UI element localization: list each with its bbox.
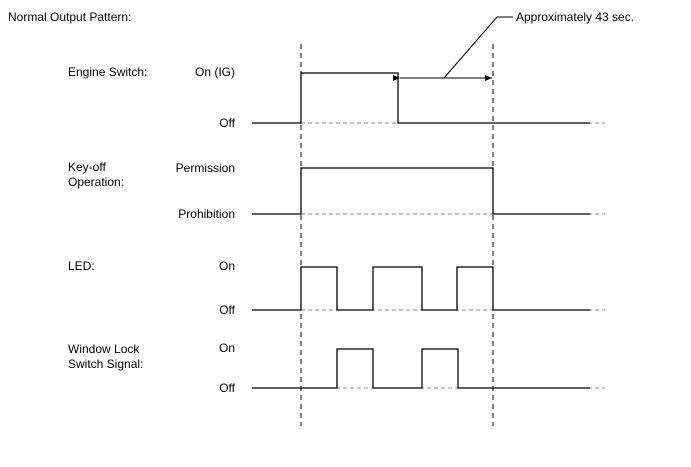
duration-annotation: Approximately 43 sec. bbox=[516, 10, 634, 24]
signal-name-line2: Switch Signal: bbox=[68, 357, 143, 371]
signal-waveform bbox=[252, 72, 590, 124]
signal-low-label: Off bbox=[219, 303, 235, 317]
signal-engine-switch: Engine Switch: On (IG) Off bbox=[68, 65, 605, 130]
signal-high-label: On bbox=[219, 341, 235, 355]
annotation-leader-line bbox=[443, 16, 513, 79]
signal-low-label: Off bbox=[219, 116, 235, 130]
signal-window-lock-switch: Window Lock Switch Signal: On Off bbox=[68, 341, 605, 395]
signal-name-line1: Window Lock bbox=[68, 342, 140, 356]
diagram-title: Normal Output Pattern: bbox=[8, 10, 131, 24]
signal-name-line2: Operation: bbox=[68, 175, 124, 189]
signal-waveform bbox=[252, 348, 590, 389]
signal-led: LED: On Off bbox=[68, 259, 605, 317]
signal-low-label: Prohibition bbox=[178, 207, 235, 221]
signal-name: Engine Switch: bbox=[68, 65, 147, 79]
signal-key-off-operation: Key-off Operation: Permission Prohibitio… bbox=[68, 160, 605, 221]
signal-high-label: Permission bbox=[176, 161, 235, 175]
signal-high-label: On (IG) bbox=[195, 65, 235, 79]
signal-low-label: Off bbox=[219, 381, 235, 395]
signal-name-line1: Key-off bbox=[68, 160, 106, 174]
signal-waveform bbox=[252, 266, 590, 311]
signal-name: LED: bbox=[68, 259, 95, 273]
signal-high-label: On bbox=[219, 259, 235, 273]
signal-waveform bbox=[252, 167, 590, 215]
